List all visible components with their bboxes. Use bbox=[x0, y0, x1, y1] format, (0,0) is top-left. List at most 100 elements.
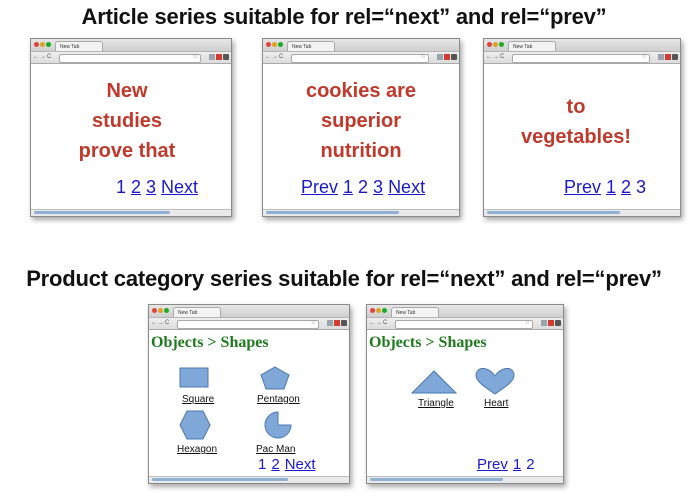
star-icon[interactable]: ☆ bbox=[524, 320, 530, 326]
nav-arrows-icon[interactable]: ←→C bbox=[151, 320, 171, 326]
wrench-icon[interactable] bbox=[451, 54, 457, 60]
browser-tab[interactable]: New Tab bbox=[55, 41, 103, 51]
page-3-link[interactable]: 3 bbox=[146, 177, 157, 197]
address-bar[interactable] bbox=[59, 54, 201, 63]
extension-icon[interactable] bbox=[665, 54, 671, 60]
close-light-icon[interactable] bbox=[152, 308, 157, 313]
hexagon-icon[interactable] bbox=[179, 410, 211, 440]
scrollbar[interactable] bbox=[149, 476, 349, 483]
square-icon[interactable] bbox=[179, 367, 209, 389]
extension-icon[interactable] bbox=[444, 54, 450, 60]
page-icon[interactable] bbox=[658, 54, 664, 60]
browser-tab[interactable]: New Tab bbox=[173, 307, 221, 317]
address-bar[interactable] bbox=[291, 54, 429, 63]
article-text: to vegetables! bbox=[484, 92, 680, 152]
browser-toolbar: ←→C ☆ bbox=[31, 52, 231, 64]
nav-arrows-icon[interactable]: ←→C bbox=[265, 54, 285, 60]
scrollbar[interactable] bbox=[263, 209, 459, 216]
browser-tab[interactable]: New Tab bbox=[391, 307, 439, 317]
product-link-pac-man[interactable]: Pac Man bbox=[256, 444, 296, 455]
browser-titlebar: New Tab bbox=[149, 305, 349, 318]
pentagon-icon[interactable] bbox=[260, 366, 290, 390]
product-link-heart[interactable]: Heart bbox=[484, 398, 509, 409]
zoom-light-icon[interactable] bbox=[382, 308, 387, 313]
page-icon[interactable] bbox=[209, 54, 215, 60]
product-link-pentagon[interactable]: Pentagon bbox=[257, 394, 300, 405]
scrollbar-thumb[interactable] bbox=[152, 478, 288, 481]
nav-arrows-icon[interactable]: ←→C bbox=[33, 54, 53, 60]
product-link-triangle[interactable]: Triangle bbox=[418, 398, 454, 409]
close-light-icon[interactable] bbox=[266, 42, 271, 47]
page-icon[interactable] bbox=[327, 320, 333, 326]
address-bar[interactable] bbox=[177, 320, 319, 329]
heart-icon[interactable] bbox=[475, 368, 515, 396]
prev-link[interactable]: Prev bbox=[301, 177, 339, 197]
next-link[interactable]: Next bbox=[284, 456, 316, 473]
page-1-link[interactable]: 1 bbox=[512, 456, 522, 473]
page-3-link[interactable]: 3 bbox=[373, 177, 384, 197]
zoom-light-icon[interactable] bbox=[278, 42, 283, 47]
article-line: cookies are bbox=[305, 80, 417, 102]
scrollbar-thumb[interactable] bbox=[487, 211, 621, 214]
zoom-light-icon[interactable] bbox=[164, 308, 169, 313]
scrollbar[interactable] bbox=[367, 476, 563, 483]
minimize-light-icon[interactable] bbox=[376, 308, 381, 313]
page-1-link[interactable]: 1 bbox=[606, 177, 617, 197]
wrench-icon[interactable] bbox=[672, 54, 678, 60]
page-1-current: 1 bbox=[116, 177, 127, 197]
minimize-light-icon[interactable] bbox=[40, 42, 45, 47]
star-icon[interactable]: ☆ bbox=[641, 54, 647, 60]
category-breadcrumb[interactable]: Objects > Shapes bbox=[369, 334, 487, 351]
address-bar[interactable] bbox=[395, 320, 533, 329]
scrollbar-thumb[interactable] bbox=[34, 211, 170, 214]
browser-tab[interactable]: New Tab bbox=[287, 41, 335, 51]
triangle-icon[interactable] bbox=[411, 370, 457, 394]
pac-man-icon[interactable] bbox=[263, 410, 293, 440]
nav-arrows-icon[interactable]: ←→C bbox=[486, 54, 506, 60]
browser-tab[interactable]: New Tab bbox=[508, 41, 556, 51]
scrollbar[interactable] bbox=[484, 209, 680, 216]
minimize-light-icon[interactable] bbox=[493, 42, 498, 47]
star-icon[interactable]: ☆ bbox=[192, 54, 198, 60]
scrollbar-thumb[interactable] bbox=[266, 211, 400, 214]
browser-titlebar: New Tab bbox=[484, 39, 680, 52]
page-icon[interactable] bbox=[437, 54, 443, 60]
zoom-light-icon[interactable] bbox=[46, 42, 51, 47]
star-icon[interactable]: ☆ bbox=[420, 54, 426, 60]
product-link-hexagon[interactable]: Hexagon bbox=[177, 444, 218, 455]
minimize-light-icon[interactable] bbox=[158, 308, 163, 313]
prev-link[interactable]: Prev bbox=[477, 456, 508, 473]
product-link-square[interactable]: Square bbox=[182, 394, 215, 405]
zoom-light-icon[interactable] bbox=[499, 42, 504, 47]
next-link[interactable]: Next bbox=[388, 177, 426, 197]
next-link[interactable]: Next bbox=[161, 177, 199, 197]
category-breadcrumb[interactable]: Objects > Shapes bbox=[151, 334, 269, 351]
close-light-icon[interactable] bbox=[34, 42, 39, 47]
page-2-link[interactable]: 2 bbox=[131, 177, 142, 197]
prev-link[interactable]: Prev bbox=[564, 177, 602, 197]
extension-icon[interactable] bbox=[216, 54, 222, 60]
page-1-link[interactable]: 1 bbox=[343, 177, 354, 197]
nav-arrows-icon[interactable]: ←→C bbox=[369, 320, 389, 326]
page-icon[interactable] bbox=[541, 320, 547, 326]
article-line: prove that bbox=[78, 140, 176, 162]
scrollbar-thumb[interactable] bbox=[370, 478, 504, 481]
close-light-icon[interactable] bbox=[487, 42, 492, 47]
star-icon[interactable]: ☆ bbox=[310, 320, 316, 326]
close-light-icon[interactable] bbox=[370, 308, 375, 313]
minimize-light-icon[interactable] bbox=[272, 42, 277, 47]
article-line: nutrition bbox=[320, 140, 402, 162]
article-text: New studies prove that bbox=[31, 76, 231, 166]
article-text: cookies are superior nutrition bbox=[263, 76, 459, 166]
wrench-icon[interactable] bbox=[555, 320, 561, 326]
extension-icon[interactable] bbox=[334, 320, 340, 326]
wrench-icon[interactable] bbox=[223, 54, 229, 60]
extension-icon[interactable] bbox=[548, 320, 554, 326]
address-bar[interactable] bbox=[512, 54, 650, 63]
page-2-link[interactable]: 2 bbox=[621, 177, 632, 197]
page-2-link[interactable]: 2 bbox=[271, 456, 280, 473]
wrench-icon[interactable] bbox=[341, 320, 347, 326]
scrollbar[interactable] bbox=[31, 209, 231, 216]
